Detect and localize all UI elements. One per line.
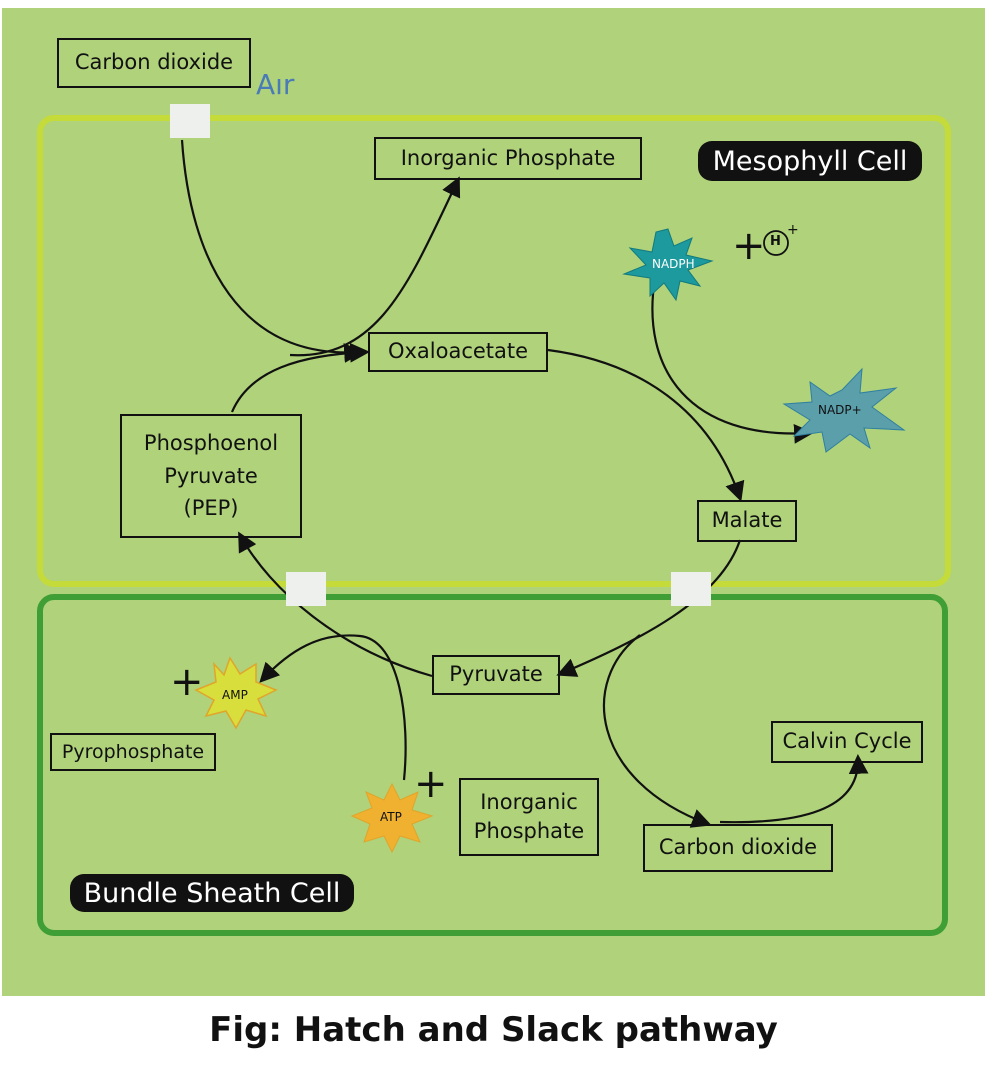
mesophyll-cell-label: Mesophyll Cell — [698, 141, 922, 181]
transporter-co2-entry — [170, 104, 210, 138]
pyruvate-label: Pyruvate — [449, 662, 543, 687]
transporter-pep — [286, 572, 326, 606]
amp-star — [194, 656, 278, 730]
nadph-star — [622, 228, 714, 302]
co2-bundle-label: Carbon dioxide — [658, 835, 818, 860]
air-label: Aır — [256, 68, 295, 101]
nadp-star — [782, 367, 906, 453]
plus-sign-atp: + — [414, 761, 448, 807]
co2-air-box: Carbon dioxide — [57, 38, 251, 88]
arrow-malate-to-pyruvate — [556, 539, 742, 677]
arrow-to-inorganic-phosphate — [289, 176, 461, 357]
nadp-label: NADP+ — [818, 403, 862, 417]
arrow-atp-to-amp — [259, 634, 407, 781]
transporter-malate — [671, 572, 711, 606]
co2-bundle-box: Carbon dioxide — [643, 824, 833, 872]
plus-sign-nadph: + — [732, 223, 766, 269]
h-ion-charge: + — [787, 222, 799, 238]
oxaloacetate-box: Oxaloacetate — [368, 332, 548, 372]
malate-box: Malate — [697, 500, 797, 542]
arrow-co2-to-calvin — [719, 754, 869, 824]
atp-star — [350, 782, 434, 854]
pep-box: Phosphoenol Pyruvate (PEP) — [120, 414, 302, 538]
pep-label-line2: Pyruvate — [164, 463, 258, 488]
inorganic-phosphate-top-box: Inorganic Phosphate — [374, 137, 642, 180]
bundle-sheath-cell-border — [37, 594, 948, 936]
pyrophosphate-label: Pyrophosphate — [61, 740, 205, 763]
oxaloacetate-label: Oxaloacetate — [387, 339, 529, 364]
pyrophosphate-box: Pyrophosphate — [50, 733, 216, 771]
pep-label-line3: (PEP) — [183, 496, 239, 521]
h-ion-label: H — [770, 234, 781, 249]
arrow-co2-to-oxaloacetate — [180, 139, 364, 363]
arrow-pep-to-oxaloacetate — [230, 342, 370, 413]
malate-label: Malate — [711, 508, 783, 533]
arrow-malate-to-co2 — [602, 634, 712, 828]
calvin-cycle-label: Calvin Cycle — [782, 729, 912, 754]
plus-sign-amp: + — [170, 659, 204, 705]
amp-label: AMP — [222, 688, 248, 702]
pep-label-line1: Phosphoenol — [143, 431, 279, 456]
inorganic-phosphate-top-label: Inorganic Phosphate — [400, 145, 616, 170]
arrow-nadph-to-nadp — [651, 277, 814, 444]
h-ion-circle — [763, 230, 789, 256]
inorganic-phosphate-bottom-box: Inorganic Phosphate — [459, 778, 599, 856]
calvin-cycle-box: Calvin Cycle — [771, 721, 923, 763]
arrow-oxaloacetate-to-malate — [547, 348, 745, 502]
inorganic-phosphate-bottom-line2: Phosphate — [473, 819, 585, 843]
inorganic-phosphate-bottom-line1: Inorganic — [480, 789, 578, 814]
atp-label: ATP — [380, 810, 402, 824]
mesophyll-cell-border — [37, 115, 951, 587]
bundle-sheath-cell-label: Bundle Sheath Cell — [70, 874, 354, 912]
co2-air-label: Carbon dioxide — [74, 50, 234, 75]
arrow-pyruvate-to-pep — [238, 531, 433, 678]
figure-caption: Fig: Hatch and Slack pathway — [209, 1010, 778, 1050]
pyruvate-box: Pyruvate — [432, 655, 560, 695]
nadph-label: NADPH — [652, 257, 695, 271]
